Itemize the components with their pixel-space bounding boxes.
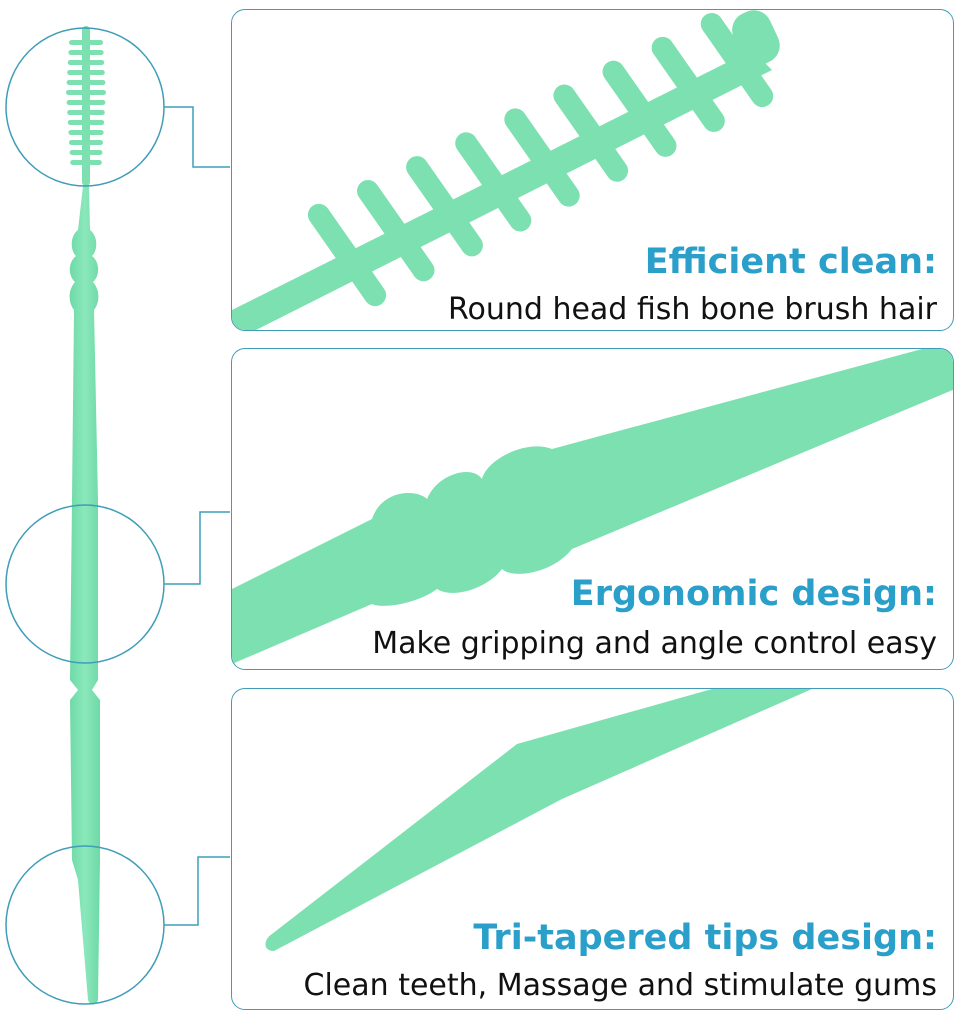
feature-title: Efficient clean: [644, 242, 937, 282]
stem [69, 186, 100, 1005]
bristle [66, 90, 106, 95]
bristle [70, 160, 102, 165]
fishbone-bristle [357, 179, 435, 282]
feature-panel-ergonomic-design: Ergonomic design: Make gripping and angl… [231, 348, 954, 670]
fishbone-bristle [553, 84, 629, 182]
fishbone-bristle [651, 36, 725, 132]
bristle [67, 110, 105, 115]
brush-head-closeup [232, 10, 780, 330]
fishbone-bristle [307, 203, 387, 307]
grip-section-icon [232, 349, 953, 664]
tapered-tip-icon [265, 689, 812, 951]
bristle [69, 140, 103, 145]
bristle [69, 150, 103, 155]
bristle [67, 70, 105, 75]
feature-subtitle: Round head fish bone brush hair [447, 292, 937, 327]
bristle [67, 120, 105, 125]
brush-head-icon [66, 26, 106, 186]
feature-title: Ergonomic design: [570, 574, 937, 614]
bristle [66, 100, 106, 105]
fishbone-bristle [406, 156, 483, 257]
bristle [69, 40, 103, 45]
bristle [68, 50, 104, 55]
fishbone-bristle [504, 108, 580, 207]
full-toothpick-illustration [5, 26, 230, 1005]
feature-subtitle: Make gripping and angle control easy [372, 626, 937, 661]
feature-panel-tri-tapered-tips: Tri-tapered tips design: Clean teeth, Ma… [231, 688, 954, 1010]
fishbone-bristle [700, 12, 774, 108]
bristle [67, 60, 105, 65]
feature-title: Tri-tapered tips design: [473, 918, 937, 958]
fishbone-bristle [455, 132, 532, 232]
feature-panel-efficient-clean: Efficient clean: Round head fish bone br… [231, 9, 954, 331]
bristle [68, 130, 104, 135]
feature-subtitle: Clean teeth, Massage and stimulate gums [303, 968, 937, 1003]
bristle [66, 80, 106, 85]
fishbone-bristle [602, 60, 677, 157]
